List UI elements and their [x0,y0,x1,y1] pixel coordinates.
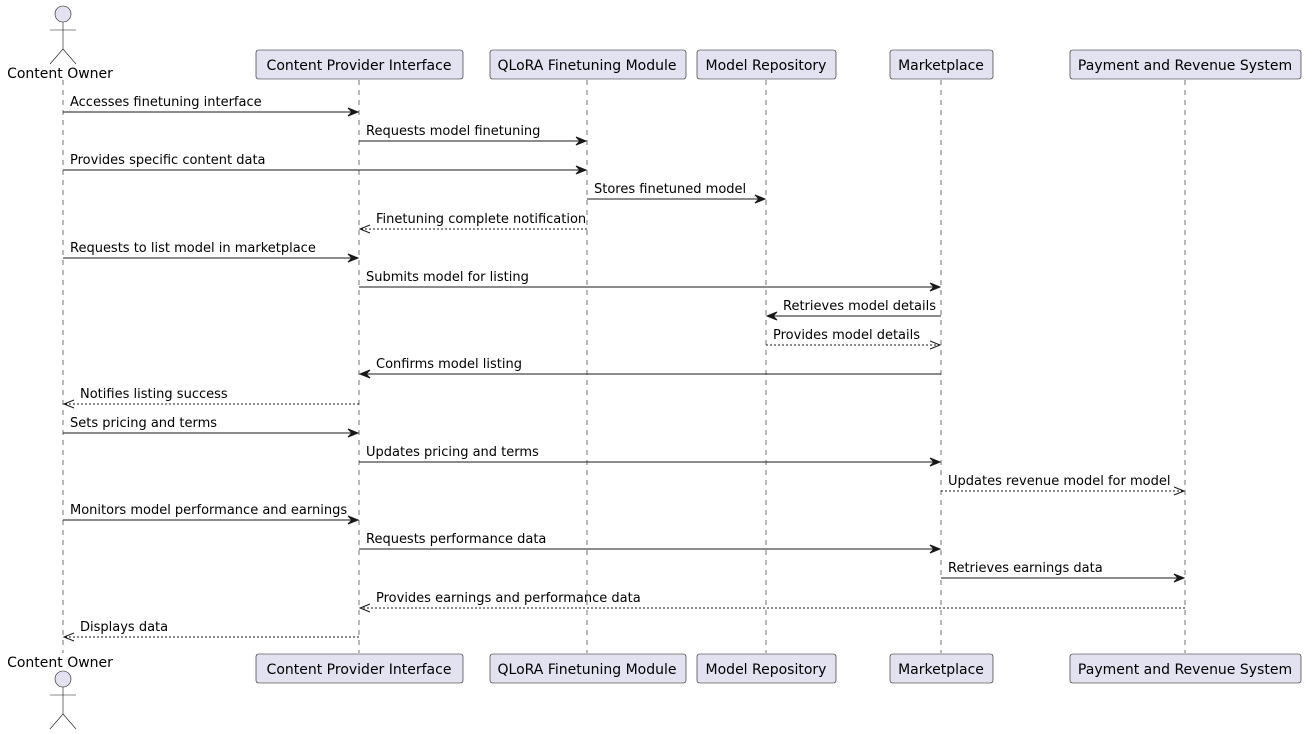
message-5: Finetuning complete notification [358,212,587,234]
participant-label: Model Repository [706,58,827,74]
participant-label: QLoRA Finetuning Module [498,662,677,678]
participant-payment-bottom: Payment and Revenue System [1069,653,1302,684]
message-label: Updates pricing and terms [366,445,539,460]
participant-qlora-bottom: QLoRA Finetuning Module [489,653,687,684]
open-arrowhead-icon [929,340,942,350]
message-12: Sets pricing and terms [63,416,360,438]
filled-arrowhead-icon [765,311,778,321]
message-7: Submits model for listing [359,270,942,292]
message-label: Displays data [80,620,168,635]
filled-arrowhead-icon [575,165,588,175]
open-arrowhead-icon [62,632,75,642]
participant-box [489,653,687,684]
participant-box [1069,653,1302,684]
participant-box [255,49,464,80]
actor-icon [49,5,77,65]
actor-bottom: Content Owner [7,655,113,730]
participant-label: Marketplace [898,662,984,678]
message-label: Provides specific content data [70,153,266,168]
open-arrowhead-icon [358,224,371,234]
message-label: Sets pricing and terms [70,416,217,431]
filled-arrowhead-icon [358,369,371,379]
message-1: Accesses finetuning interface [63,95,360,117]
participant-label: Content Provider Interface [267,662,452,678]
participants-top: Content Owner Content Provider Interface Q… [7,5,1302,82]
message-9: Provides model details [766,328,942,350]
message-6: Requests to list model in marketplace [63,241,360,263]
message-8: Retrieves model details [765,299,941,321]
participant-qlora-top: QLoRA Finetuning Module [489,49,687,80]
message-label: Retrieves earnings data [948,561,1103,576]
message-label: Submits model for listing [366,270,529,285]
message-label: Finetuning complete notification [376,212,586,227]
filled-arrowhead-icon [929,457,942,467]
message-label: Updates revenue model for model [948,474,1170,489]
participant-box [696,653,837,684]
message-label: Requests to list model in marketplace [70,241,316,256]
message-label: Provides earnings and performance data [376,591,641,606]
filled-arrowhead-icon [347,428,360,438]
actor-label: Content Owner [7,66,113,82]
message-11: Notifies listing success [62,387,359,409]
actor-top: Content Owner [7,5,113,82]
actor-label: Content Owner [7,655,113,671]
participant-box [1069,49,1302,80]
participant-box [489,49,687,80]
filled-arrowhead-icon [575,136,588,146]
open-arrowhead-icon [62,399,75,409]
message-10: Confirms model listing [358,357,941,379]
message-label: Retrieves model details [783,299,936,314]
message-label: Monitors model performance and earnings [70,503,347,518]
participant-box [889,653,994,684]
filled-arrowhead-icon [347,107,360,117]
participant-label: Content Provider Interface [267,58,452,74]
message-16: Requests performance data [359,532,942,554]
filled-arrowhead-icon [929,544,942,554]
message-13: Updates pricing and terms [359,445,942,467]
participant-label: Marketplace [898,58,984,74]
open-arrowhead-icon [1173,486,1186,496]
participant-box [696,49,837,80]
participant-cpi-bottom: Content Provider Interface [255,653,464,684]
participant-label: Payment and Revenue System [1078,58,1292,74]
message-15: Monitors model performance and earnings [63,503,360,525]
participant-repo-top: Model Repository [696,49,837,80]
participants-bottom: Content Owner Content Provider Interface Q… [7,653,1302,730]
message-label: Confirms model listing [376,357,522,372]
message-2: Requests model finetuning [359,124,588,146]
message-14: Updates revenue model for model [941,474,1186,496]
message-18: Provides earnings and performance data [358,591,1185,613]
participant-repo-bottom: Model Repository [696,653,837,684]
message-label: Accesses finetuning interface [70,95,262,110]
filled-arrowhead-icon [1173,573,1186,583]
message-19: Displays data [62,620,359,642]
participant-box [255,653,464,684]
message-label: Requests model finetuning [366,124,540,139]
participant-label: Model Repository [706,662,827,678]
actor-icon [49,670,77,730]
participant-label: Payment and Revenue System [1078,662,1292,678]
message-label: Requests performance data [366,532,546,547]
participant-market-top: Marketplace [889,49,994,80]
message-label: Notifies listing success [80,387,228,402]
message-4: Stores finetuned model [587,182,767,204]
participant-label: QLoRA Finetuning Module [498,58,677,74]
participant-market-bottom: Marketplace [889,653,994,684]
participant-box [889,49,994,80]
participant-payment-top: Payment and Revenue System [1069,49,1302,80]
message-17: Retrieves earnings data [941,561,1186,583]
filled-arrowhead-icon [347,515,360,525]
message-label: Stores finetuned model [594,182,746,197]
participant-cpi-top: Content Provider Interface [255,49,464,80]
message-3: Provides specific content data [63,153,588,175]
open-arrowhead-icon [358,603,371,613]
filled-arrowhead-icon [347,253,360,263]
filled-arrowhead-icon [929,282,942,292]
filled-arrowhead-icon [754,194,767,204]
message-label: Provides model details [773,328,920,343]
